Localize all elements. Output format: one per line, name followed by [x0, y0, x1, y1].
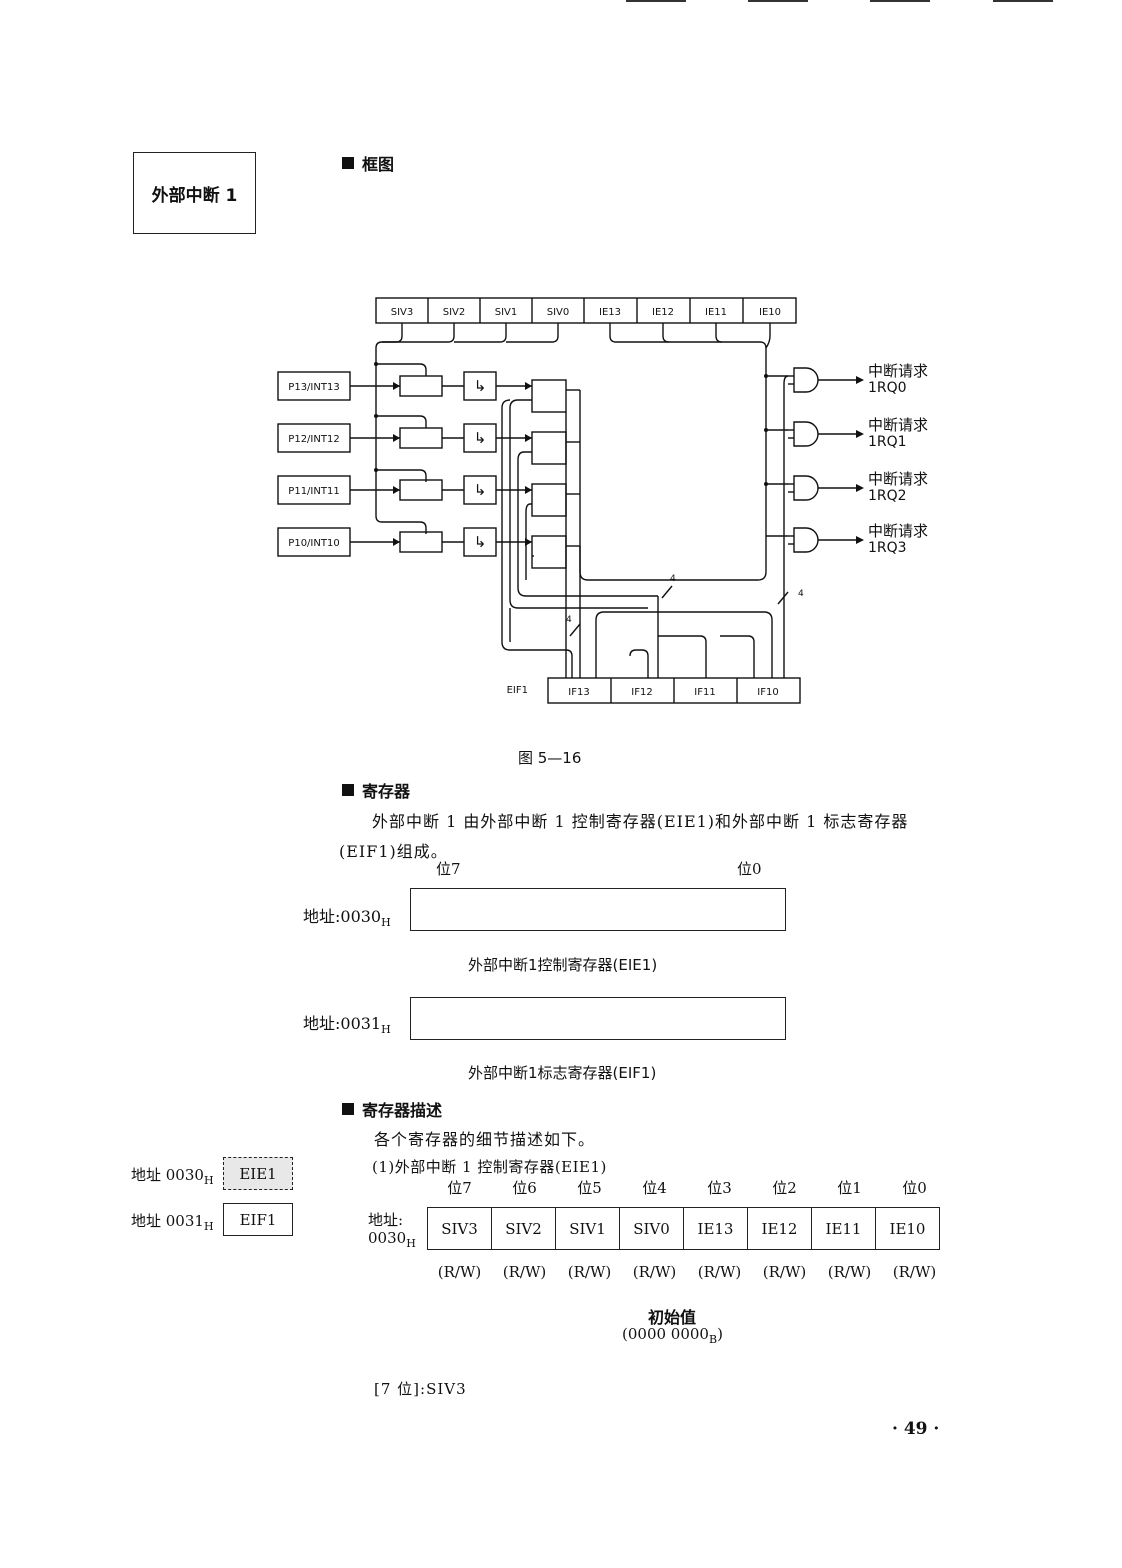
- side-eif1-tag: EIF1: [223, 1203, 293, 1236]
- eie1-rw-labels: (R/W) (R/W) (R/W) (R/W) (R/W) (R/W) (R/W) (R/W): [427, 1263, 947, 1281]
- top-register-cell-siv3: SIV3: [391, 307, 414, 318]
- input-label-3: P10/INT10: [288, 538, 339, 549]
- side-eif1-address: 地址 0031H: [131, 1212, 214, 1233]
- top-register-cell-ie13: IE13: [599, 307, 621, 318]
- bit-cell-siv3: SIV3: [427, 1207, 492, 1250]
- bus-width-label-2: 4: [798, 589, 804, 599]
- bit-label-2: 位2: [772, 1179, 797, 1197]
- bit-cell-ie13: IE13: [683, 1207, 748, 1250]
- input-label-1: P12/INT12: [288, 434, 339, 445]
- edge-detector-icon-3: ↳: [474, 533, 487, 551]
- heading-block-diagram: 框图: [342, 151, 394, 175]
- bit-label-4: 位4: [642, 1179, 667, 1197]
- side-eie1-tag: EIE1: [223, 1157, 293, 1190]
- top-register-cell-ie11: IE11: [705, 307, 727, 318]
- bit7-line: [7 位]:SIV3: [374, 1380, 467, 1398]
- rw-label-5: (R/W): [567, 1263, 612, 1281]
- bit-cell-ie11: IE11: [811, 1207, 876, 1250]
- bit-label-7: 位7: [447, 1179, 472, 1197]
- output-name-2: 1RQ2: [868, 488, 907, 504]
- rw-label-3: (R/W): [697, 1263, 742, 1281]
- rw-label-2: (R/W): [762, 1263, 807, 1281]
- input-label-0: P13/INT13: [288, 382, 339, 393]
- bit-label-6: 位6: [512, 1179, 537, 1197]
- rw-label-0: (R/W): [892, 1263, 937, 1281]
- output-label-0: 中断请求: [868, 362, 928, 380]
- top-register-cell-ie12: IE12: [652, 307, 674, 318]
- bit-label-5: 位5: [577, 1179, 602, 1197]
- bullet-square-icon: [342, 784, 354, 796]
- edge-detector-icon-0: ↳: [474, 377, 487, 395]
- output-label-2: 中断请求: [868, 470, 928, 488]
- edge-detector-icon-1: ↳: [474, 429, 487, 447]
- rw-label-7: (R/W): [437, 1263, 482, 1281]
- flag-register-cell-if12: IF12: [631, 687, 652, 698]
- rw-label-6: (R/W): [502, 1263, 547, 1281]
- edge-detector-icon-2: ↳: [474, 481, 487, 499]
- top-rule-3: [870, 0, 930, 2]
- figure-caption: 图 5—16: [518, 749, 582, 767]
- eie1-detail-address: 地址: 0030H: [368, 1211, 416, 1250]
- side-eie1-address: 地址 0030H: [131, 1166, 214, 1187]
- eie1-bit-labels: 位7 位6 位5 位4 位3 位2 位1 位0: [427, 1177, 947, 1198]
- bit-label-1: 位1: [837, 1179, 862, 1197]
- section-title: 外部中断 1: [151, 185, 238, 206]
- bit-cell-ie10: IE10: [875, 1207, 940, 1250]
- bit-cell-ie12: IE12: [747, 1207, 812, 1250]
- bit-low-label: 位0: [737, 860, 762, 878]
- output-name-1: 1RQ1: [868, 434, 907, 450]
- bullet-square-icon: [342, 157, 354, 169]
- top-register-cell-ie10: IE10: [759, 307, 781, 318]
- eif1-register-box: [410, 997, 786, 1040]
- registers-paragraph-line2: (EIF1)组成。: [339, 842, 448, 861]
- flag-register-cell-if11: IF11: [694, 687, 715, 698]
- bus-width-label-1: 4: [670, 574, 676, 584]
- heading-registers: 寄存器: [342, 778, 410, 802]
- output-name-3: 1RQ3: [868, 540, 907, 556]
- init-label: 初始值: [648, 1308, 697, 1327]
- top-register-cell-siv1: SIV1: [495, 307, 518, 318]
- top-register-cell-siv2: SIV2: [443, 307, 466, 318]
- bit-cell-siv1: SIV1: [555, 1207, 620, 1250]
- bit-high-label: 位7: [436, 860, 461, 878]
- output-label-1: 中断请求: [868, 416, 928, 434]
- section-title-box: 外部中断 1: [133, 152, 256, 234]
- block-diagram: SIV3 SIV2 SIV1 SIV0 IE13 IE12 IE11 IE10P13/INT1…: [277, 297, 928, 704]
- top-register-cell-siv0: SIV0: [547, 307, 570, 318]
- heading-register-desc: 寄存器描述: [342, 1097, 442, 1121]
- bus-width-label-3: 4: [566, 615, 572, 625]
- input-label-2: P11/INT11: [288, 486, 339, 497]
- output-name-0: 1RQ0: [868, 380, 907, 396]
- eie1-detail-title: (1)外部中断 1 控制寄存器(EIE1): [372, 1158, 607, 1176]
- top-rule-1: [626, 0, 686, 2]
- bit-label-0: 位0: [902, 1179, 927, 1197]
- top-rule-2: [748, 0, 808, 2]
- eif1-caption: 外部中断1标志寄存器(EIF1): [468, 1064, 657, 1082]
- rw-label-4: (R/W): [632, 1263, 677, 1281]
- bit-cell-siv0: SIV0: [619, 1207, 684, 1250]
- flag-register-cell-if10: IF10: [757, 687, 778, 698]
- flag-register-cell-if13: IF13: [568, 687, 589, 698]
- flag-register-name: EIF1: [507, 685, 528, 696]
- eie1-caption: 外部中断1控制寄存器(EIE1): [468, 956, 658, 974]
- desc-intro: 各个寄存器的细节描述如下。: [374, 1130, 596, 1149]
- bit-label-3: 位3: [707, 1179, 732, 1197]
- rw-label-1: (R/W): [827, 1263, 872, 1281]
- eif1-address: 地址:0031H: [303, 1014, 391, 1036]
- registers-paragraph-line1: 外部中断 1 由外部中断 1 控制寄存器(EIE1)和外部中断 1 标志寄存器: [372, 812, 909, 831]
- output-label-3: 中断请求: [868, 522, 928, 540]
- bullet-square-icon: [342, 1103, 354, 1115]
- bit-cell-siv2: SIV2: [491, 1207, 556, 1250]
- top-rule-4: [993, 0, 1053, 2]
- eie1-register-box: [410, 888, 786, 931]
- eie1-address: 地址:0030H: [303, 907, 391, 929]
- page-number: · 49 ·: [892, 1419, 940, 1439]
- init-value: (0000 0000B): [622, 1325, 723, 1346]
